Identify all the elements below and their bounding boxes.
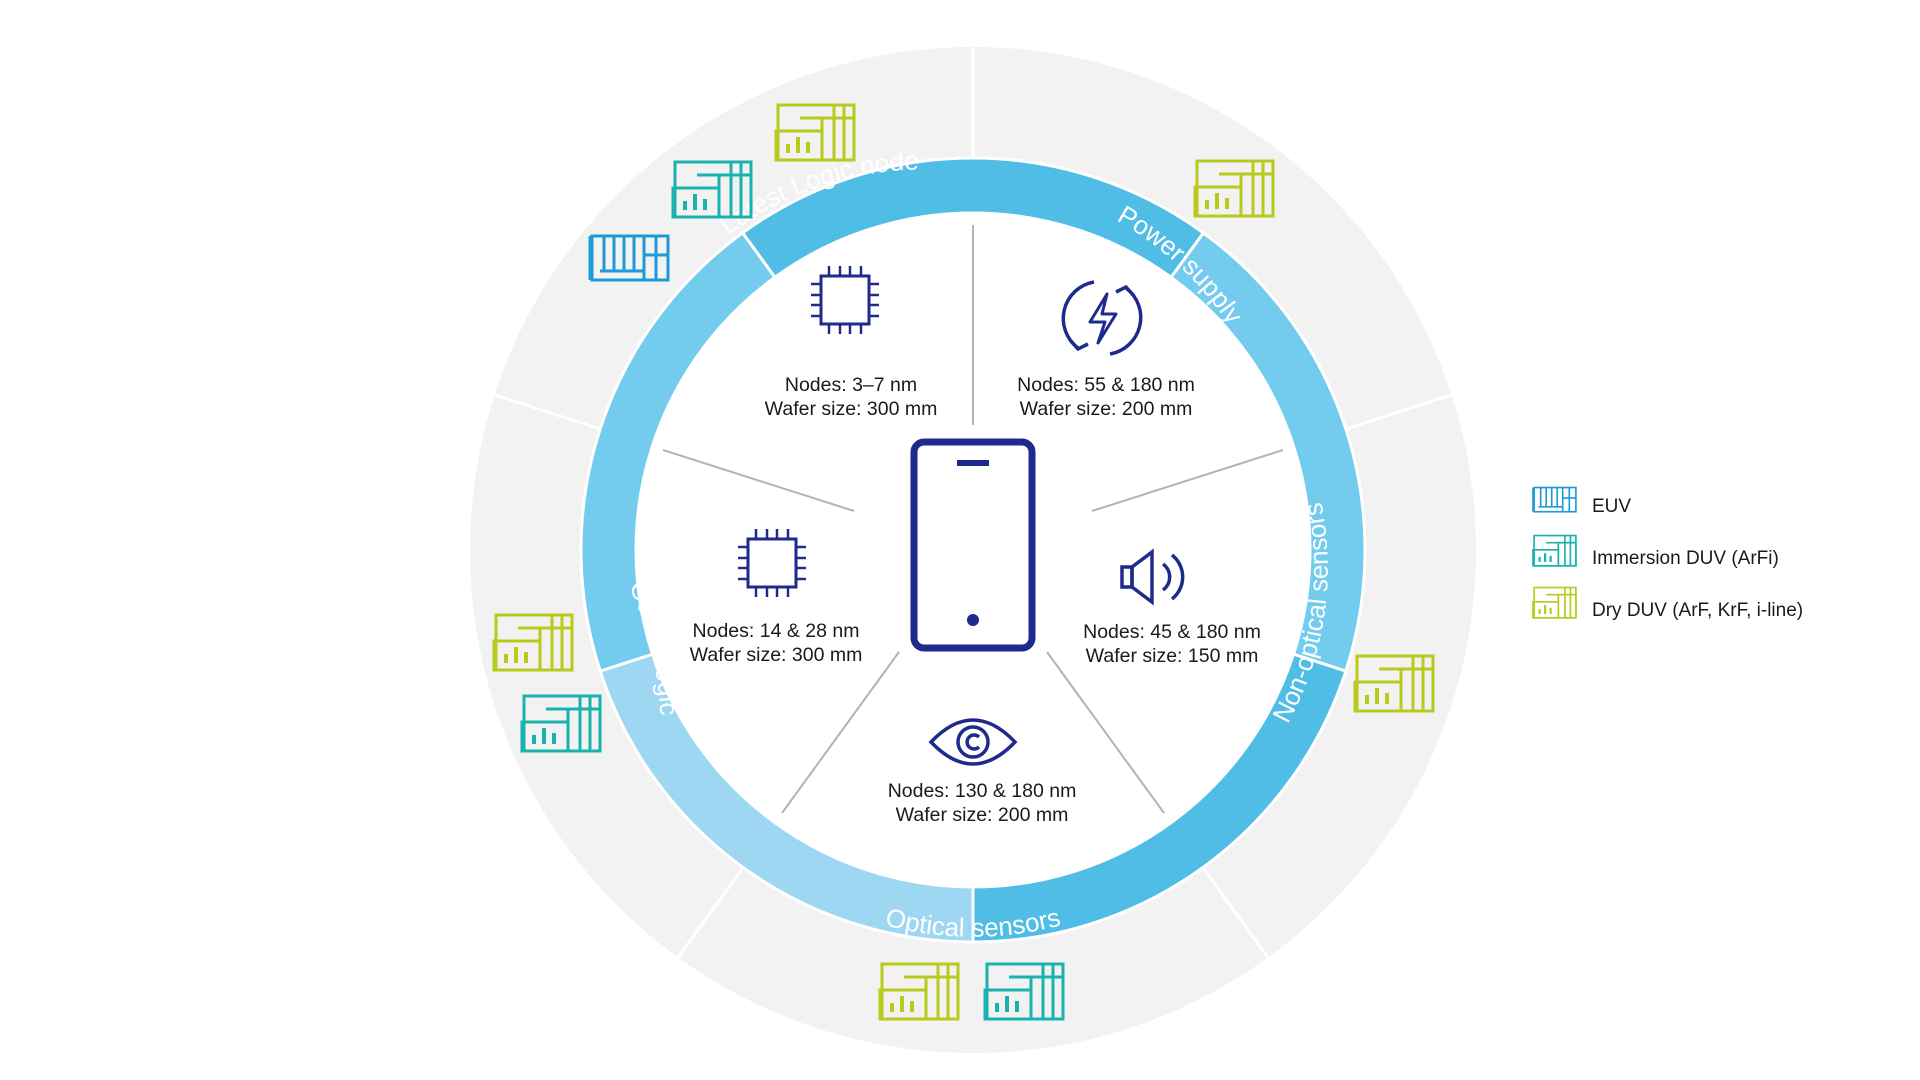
non-optical-wafer: Wafer size: 150 mm (1086, 645, 1259, 667)
inner-disk (636, 213, 1310, 887)
optical-sensors-nodes: Nodes: 130 & 180 nm (888, 780, 1077, 802)
legend: EUV Immersion DUV (ArFi) Dry DUV (ArF, K… (1532, 486, 1803, 621)
chip-icon (738, 529, 806, 597)
legend-dry-duv-label: Dry DUV (ArF, KrF, i-line) (1592, 600, 1803, 621)
chip-icon (811, 266, 879, 334)
power-supply-wafer: Wafer size: 200 mm (1020, 398, 1193, 420)
ring-segments (579, 156, 1367, 944)
legend-euv-icon (1532, 486, 1577, 513)
latest-logic-nodes: Nodes: 3–7 nm (785, 374, 917, 396)
power-supply-nodes: Nodes: 55 & 180 nm (1017, 374, 1195, 396)
other-logic-wafer: Wafer size: 300 mm (690, 644, 863, 666)
non-optical-nodes: Nodes: 45 & 180 nm (1083, 621, 1261, 643)
latest-logic-wafer: Wafer size: 300 mm (765, 398, 938, 420)
legend-arfi-label: Immersion DUV (ArFi) (1592, 548, 1779, 569)
optical-sensors-wafer: Wafer size: 200 mm (896, 804, 1069, 826)
legend-euv-label: EUV (1592, 496, 1631, 517)
smartphone-icon (910, 438, 1036, 652)
power-cycle-icon (1061, 280, 1143, 356)
other-logic-nodes: Nodes: 14 & 28 nm (693, 620, 860, 642)
inner-spokes (662, 225, 1284, 814)
speaker-icon (1120, 548, 1185, 606)
legend-arfi-icon (1532, 534, 1577, 567)
legend-dry-duv-icon (1532, 586, 1577, 619)
eye-icon (928, 718, 1018, 766)
